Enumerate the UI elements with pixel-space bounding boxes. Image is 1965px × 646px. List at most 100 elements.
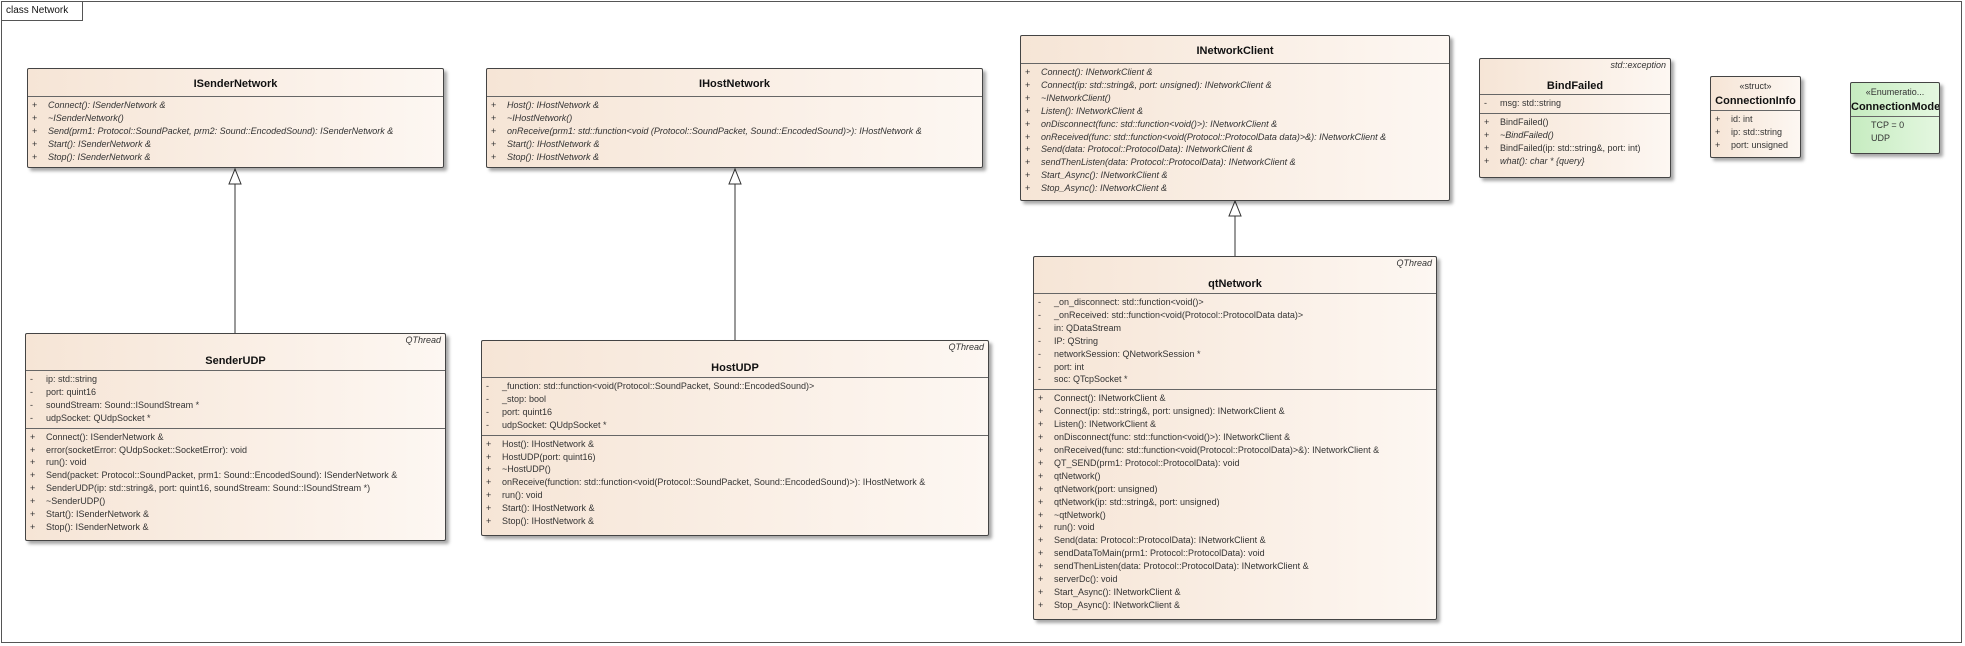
attribute-row[interactable]: -_stop: bool	[482, 393, 988, 406]
operation-row[interactable]: +Start_Async(): INetworkClient &	[1021, 169, 1449, 182]
class-inetworkclient[interactable]: INetworkClient +Connect(): INetworkClien…	[1020, 35, 1450, 201]
operation-row[interactable]: +qtNetwork(port: unsigned)	[1034, 483, 1436, 496]
class-hostudp[interactable]: QThread HostUDP -_function: std::functio…	[481, 340, 989, 536]
operation-row-text: ~qtNetwork()	[1054, 509, 1106, 520]
visibility-marker: -	[1038, 297, 1041, 307]
attribute-row[interactable]: -_on_disconnect: std::function<void()>	[1034, 296, 1436, 309]
operation-row[interactable]: +Stop(): ISenderNetwork &	[28, 151, 443, 164]
operation-row[interactable]: +qtNetwork(ip: std::string&, port: unsig…	[1034, 496, 1436, 509]
operation-row[interactable]: +~SenderUDP()	[26, 495, 445, 508]
realization-arrowhead	[1228, 199, 1242, 217]
operation-row[interactable]: +Start(): IHostNetwork &	[487, 138, 982, 151]
operation-row-text: Start_Async(): INetworkClient &	[1054, 586, 1181, 597]
operation-row[interactable]: +BindFailed()	[1480, 116, 1670, 129]
operation-row[interactable]: +Start(): IHostNetwork &	[482, 502, 988, 515]
operation-row[interactable]: +HostUDP(port: quint16)	[482, 451, 988, 464]
operation-row[interactable]: +serverDc(): void	[1034, 573, 1436, 586]
operation-row[interactable]: +Stop_Async(): INetworkClient &	[1034, 599, 1436, 612]
class-isendernetwork[interactable]: ISenderNetwork +Connect(): ISenderNetwor…	[27, 68, 444, 168]
operation-row-text: Connect(): ISenderNetwork &	[48, 100, 166, 110]
attribute-row[interactable]: -msg: std::string	[1480, 97, 1670, 110]
operation-row[interactable]: +~BindFailed()	[1480, 129, 1670, 142]
attribute-row[interactable]: +id: int	[1711, 113, 1800, 126]
operation-row[interactable]: +qtNetwork()	[1034, 470, 1436, 483]
enum-literal-row[interactable]: UDP	[1851, 132, 1939, 145]
operation-row[interactable]: +onDisconnect(func: std::function<void()…	[1021, 118, 1449, 131]
operation-row[interactable]: +SenderUDP(ip: std::string&, port: quint…	[26, 482, 445, 495]
operation-row[interactable]: +Host(): IHostNetwork &	[482, 438, 988, 451]
operation-row[interactable]: + Connect(): ISenderNetwork &	[28, 99, 443, 112]
operation-row[interactable]: +onReceived(func: std::function<void(Pro…	[1021, 131, 1449, 144]
attribute-row-text: in: QDataStream	[1054, 322, 1122, 333]
operation-row[interactable]: +onDisconnect(func: std::function<void()…	[1034, 431, 1436, 444]
attribute-row[interactable]: -soundStream: Sound::ISoundStream *	[26, 399, 445, 412]
operation-row[interactable]: +Host(): IHostNetwork &	[487, 99, 982, 112]
operation-row[interactable]: +Connect(ip: std::string&, port: unsigne…	[1021, 79, 1449, 92]
operation-row[interactable]: +Connect(): INetworkClient &	[1034, 392, 1436, 405]
operation-row[interactable]: +run(): void	[26, 456, 445, 469]
attribute-row[interactable]: -_onReceived: std::function<void(Protoco…	[1034, 309, 1436, 322]
operation-row[interactable]: +Connect(): INetworkClient &	[1021, 66, 1449, 79]
operation-row-text: onDisconnect(func: std::function<void()>…	[1054, 432, 1291, 443]
operation-row[interactable]: +Start(): ISenderNetwork &	[28, 138, 443, 151]
class-qtnetwork[interactable]: QThread qtNetwork -_on_disconnect: std::…	[1033, 256, 1437, 620]
operation-row[interactable]: +Listen(): INetworkClient &	[1034, 418, 1436, 431]
attribute-row[interactable]: -port: quint16	[482, 406, 988, 419]
attribute-row[interactable]: +ip: std::string	[1711, 126, 1800, 139]
visibility-marker: +	[32, 100, 38, 110]
operation-row[interactable]: +Stop_Async(): INetworkClient &	[1021, 182, 1449, 195]
attribute-row[interactable]: -udpSocket: QUdpSocket *	[482, 419, 988, 432]
class-senderudp[interactable]: QThread SenderUDP -ip: std::string-port:…	[25, 333, 446, 541]
attribute-row[interactable]: -ip: std::string	[26, 373, 445, 386]
operation-row[interactable]: +Send(prm1: Protocol::SoundPacket, prm2:…	[28, 125, 443, 138]
attribute-row-text: udpSocket: QUdpSocket *	[502, 419, 607, 430]
operation-row[interactable]: +what(): char * {query}	[1480, 155, 1670, 168]
operation-row[interactable]: +Connect(ip: std::string&, port: unsigne…	[1034, 405, 1436, 418]
attribute-row[interactable]: -in: QDataStream	[1034, 322, 1436, 335]
operation-row[interactable]: +Send(data: Protocol::ProtocolData): INe…	[1034, 534, 1436, 547]
operation-row[interactable]: +run(): void	[1034, 521, 1436, 534]
operation-row[interactable]: +sendThenListen(data: Protocol::Protocol…	[1021, 156, 1449, 169]
attribute-row[interactable]: -soc: QTcpSocket *	[1034, 373, 1436, 386]
operation-row[interactable]: +~qtNetwork()	[1034, 509, 1436, 522]
operation-row[interactable]: +onReceive(function: std::function<void(…	[482, 476, 988, 489]
operation-row[interactable]: +~ISenderNetwork()	[28, 112, 443, 125]
class-ihostnetwork[interactable]: IHostNetwork +Host(): IHostNetwork &+~IH…	[486, 68, 983, 168]
operation-row[interactable]: +Start_Async(): INetworkClient &	[1034, 586, 1436, 599]
operation-row[interactable]: +Stop(): IHostNetwork &	[482, 515, 988, 528]
operation-row[interactable]: +Stop(): ISenderNetwork &	[26, 521, 445, 534]
class-bindfailed[interactable]: std::exception BindFailed -msg: std::str…	[1479, 58, 1671, 178]
operation-row[interactable]: +onReceived(func: std::function<void(Pro…	[1034, 444, 1436, 457]
operation-row[interactable]: +~HostUDP()	[482, 463, 988, 476]
realization-arrowhead	[228, 167, 242, 185]
operation-row[interactable]: +~IHostNetwork()	[487, 112, 982, 125]
operation-row[interactable]: +Send(packet: Protocol::SoundPacket, prm…	[26, 469, 445, 482]
operation-row[interactable]: +Connect(): ISenderNetwork &	[26, 431, 445, 444]
operation-row[interactable]: +Listen(): INetworkClient &	[1021, 105, 1449, 118]
visibility-marker: +	[491, 138, 497, 149]
operation-row[interactable]: +QT_SEND(prm1: Protocol::ProtocolData): …	[1034, 457, 1436, 470]
class-stereotype: «struct»	[1739, 81, 1772, 91]
attribute-row[interactable]: -networkSession: QNetworkSession *	[1034, 348, 1436, 361]
enum-literal-row[interactable]: TCP = 0	[1851, 119, 1939, 132]
operation-row[interactable]: +BindFailed(ip: std::string&, port: int)	[1480, 142, 1670, 155]
attribute-row[interactable]: +port: unsigned	[1711, 139, 1800, 152]
attribute-row[interactable]: -port: quint16	[26, 386, 445, 399]
class-connectioninfo[interactable]: «struct» ConnectionInfo +id: int+ip: std…	[1710, 76, 1801, 158]
operation-row-text: BindFailed(ip: std::string&, port: int)	[1500, 142, 1641, 153]
attribute-row[interactable]: -port: int	[1034, 361, 1436, 374]
attribute-row[interactable]: -_function: std::function<void(Protocol:…	[482, 380, 988, 393]
operation-row[interactable]: +Send(data: Protocol::ProtocolData): INe…	[1021, 143, 1449, 156]
attribute-row[interactable]: -IP: QString	[1034, 335, 1436, 348]
attribute-row[interactable]: -udpSocket: QUdpSocket *	[26, 412, 445, 425]
operation-row[interactable]: +run(): void	[482, 489, 988, 502]
operation-row[interactable]: +Stop(): IHostNetwork &	[487, 151, 982, 164]
operation-row[interactable]: +sendThenListen(data: Protocol::Protocol…	[1034, 560, 1436, 573]
operation-row[interactable]: +~INetworkClient()	[1021, 92, 1449, 105]
operation-row[interactable]: +Start(): ISenderNetwork &	[26, 508, 445, 521]
class-name: qtNetwork	[1208, 278, 1262, 290]
operation-row[interactable]: +onReceive(prm1: std::function<void (Pro…	[487, 125, 982, 138]
operation-row[interactable]: +error(socketError: QUdpSocket::SocketEr…	[26, 444, 445, 457]
operation-row[interactable]: +sendDataToMain(prm1: Protocol::Protocol…	[1034, 547, 1436, 560]
